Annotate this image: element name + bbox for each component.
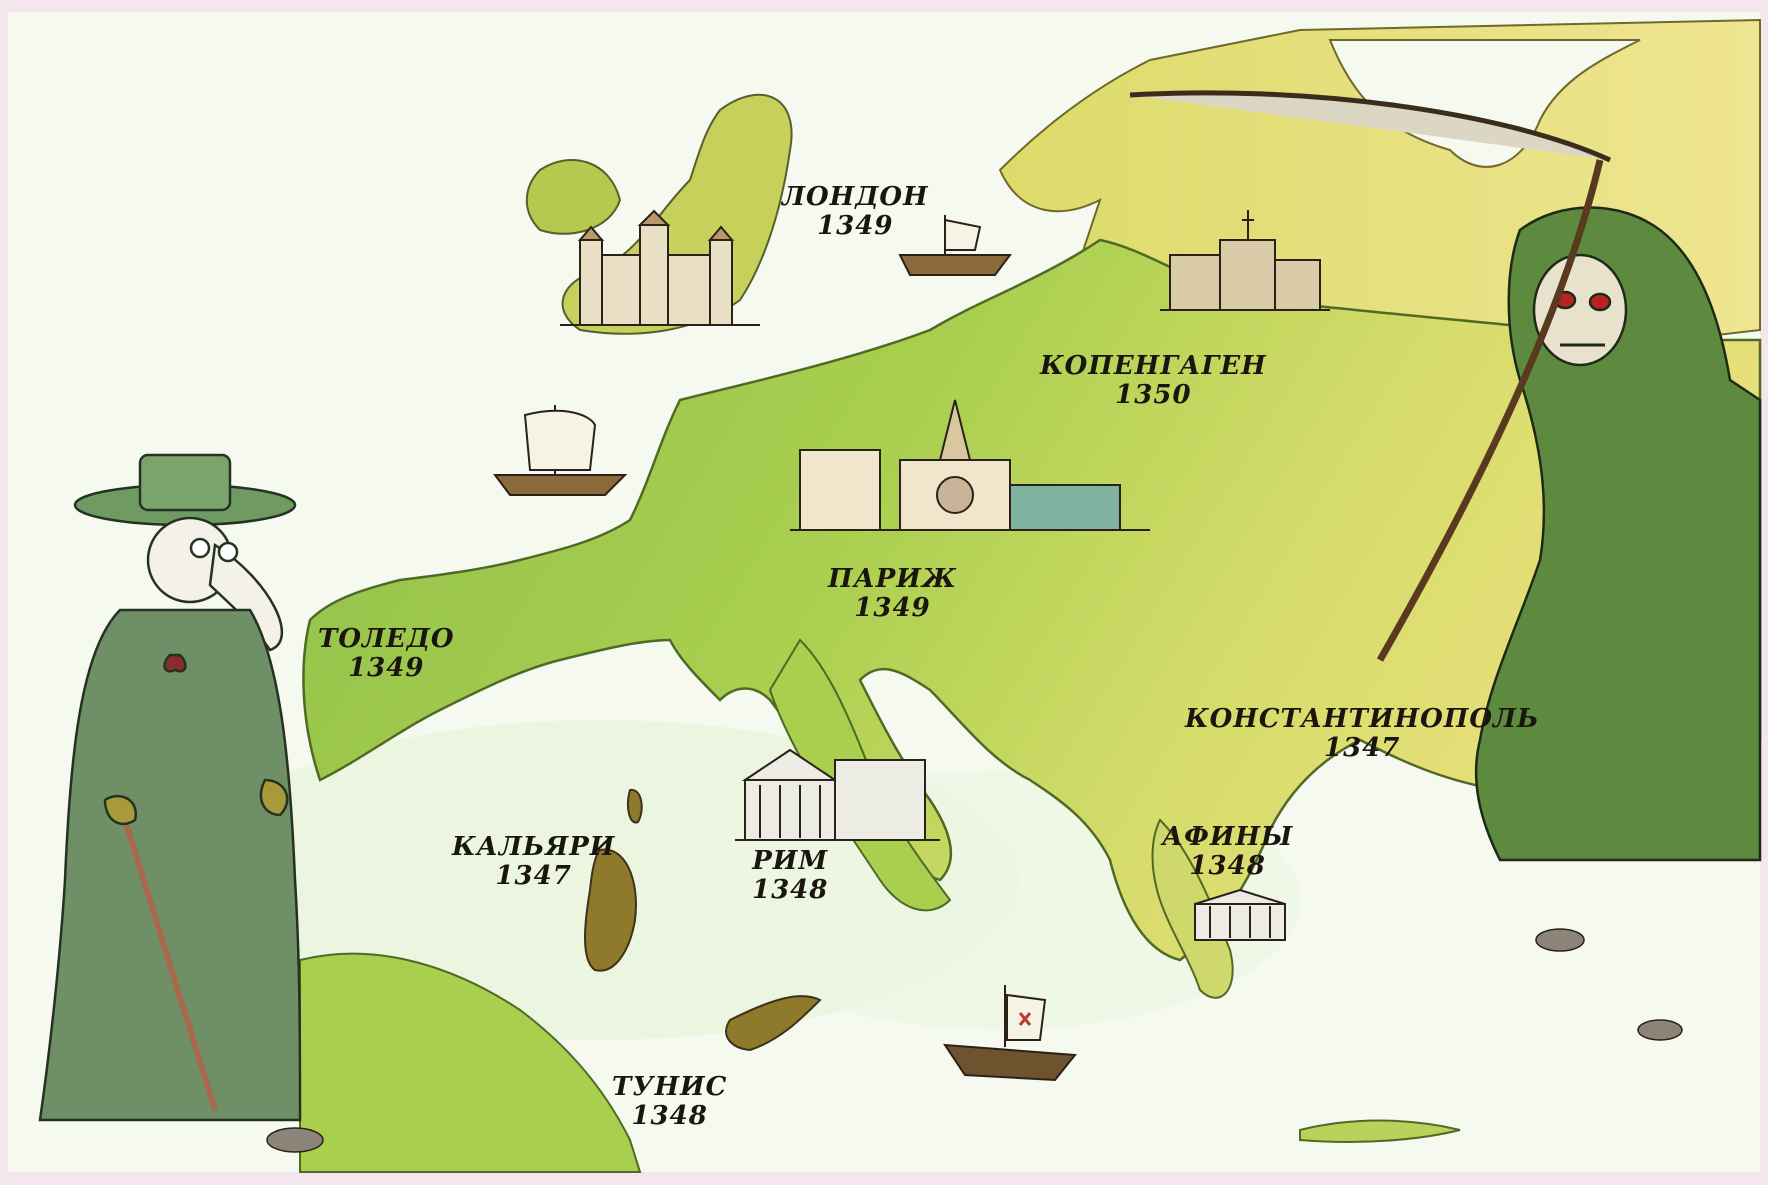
grim-reaper-icon xyxy=(1474,206,1762,862)
temple-icon xyxy=(735,748,940,841)
city-label-london: ЛОНДОН 1349 xyxy=(782,182,929,242)
continent xyxy=(302,238,1762,962)
castle-icon xyxy=(560,209,760,326)
ship-icon xyxy=(493,405,628,496)
city-label-paris: ПАРИЖ 1349 xyxy=(828,564,957,624)
sicily-island xyxy=(725,995,822,1052)
greece xyxy=(1151,818,1234,999)
sardinia-island xyxy=(584,848,637,972)
plague-doctor-icon xyxy=(38,453,302,1122)
city-label-rome: РИМ 1348 xyxy=(752,846,829,906)
city-label-tunis: ТУНИС 1348 xyxy=(612,1072,728,1132)
city-label-constantinople: КОНСТАНТИНОПОЛЬ 1347 xyxy=(1185,704,1540,764)
castle-icon xyxy=(1160,210,1330,311)
cathedral-icon xyxy=(790,399,1150,531)
ship-icon xyxy=(898,215,1012,276)
city-label-toledo: ТОЛЕДО 1349 xyxy=(318,624,455,684)
city-label-athens: АФИНЫ 1348 xyxy=(1162,822,1294,882)
scythe-icon xyxy=(1129,90,1612,662)
temple-icon xyxy=(1194,888,1286,941)
rat-icon xyxy=(266,928,1683,1153)
city-label-cagliari: КАЛЬЯРИ 1347 xyxy=(452,832,616,892)
north-africa xyxy=(299,952,642,1173)
ship-icon xyxy=(943,985,1077,1082)
city-label-copenhagen: КОПЕНГАГЕН 1350 xyxy=(1040,351,1267,411)
